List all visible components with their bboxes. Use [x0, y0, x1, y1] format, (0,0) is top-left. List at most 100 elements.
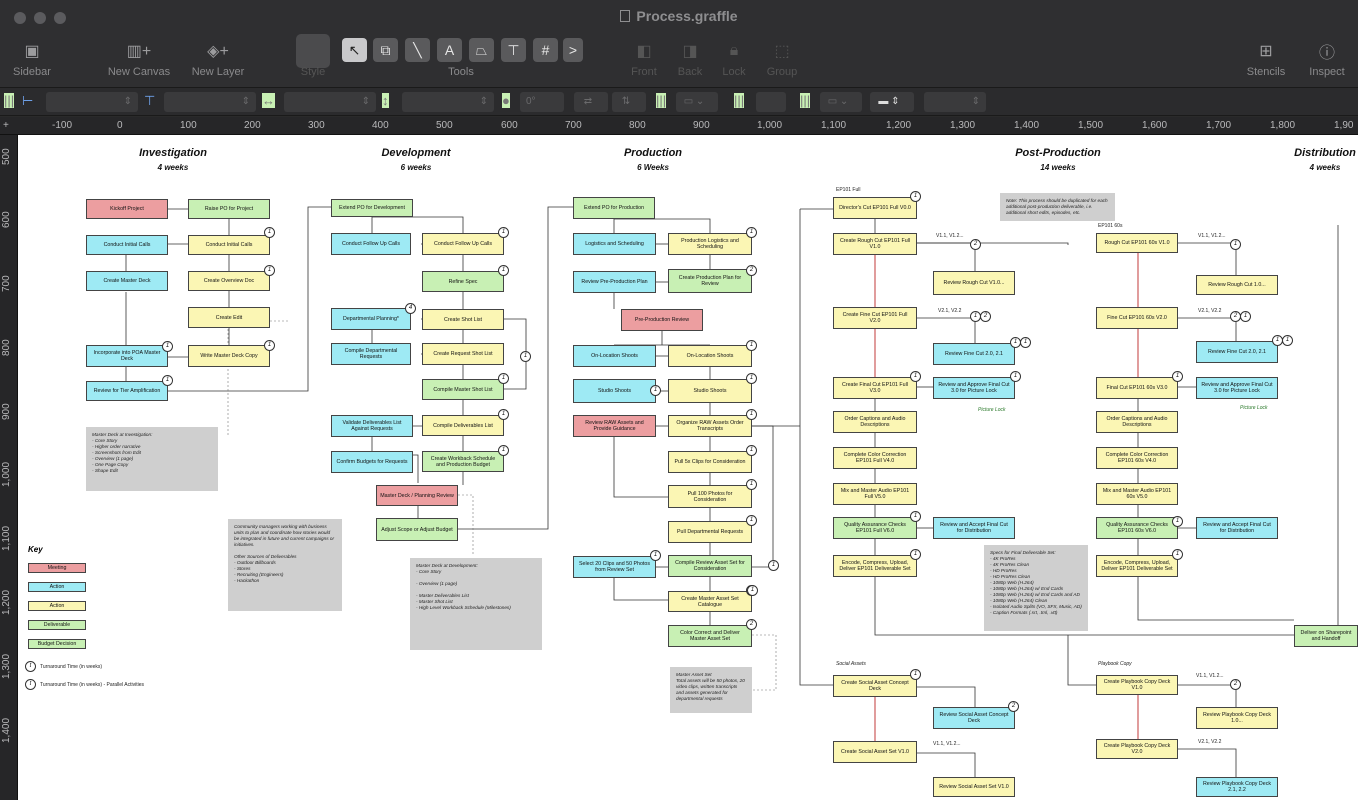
process-node[interactable]: Validate Deliverables List Against Reque…: [331, 415, 413, 437]
shadow-popup[interactable]: ▭ ⌄: [820, 92, 862, 112]
process-node[interactable]: Review and Accept Final Cut for Distribu…: [1196, 517, 1278, 539]
group-button[interactable]: ⬚ Group: [760, 38, 804, 78]
process-node[interactable]: Conduct Initial Calls: [188, 235, 270, 255]
lock-button[interactable]: 🔒︎ Lock: [712, 38, 756, 78]
process-node[interactable]: Pre-Production Review: [621, 309, 703, 331]
process-node[interactable]: Kickoff Project: [86, 199, 168, 219]
process-node[interactable]: Encode, Compress, Upload, Deliver EP101 …: [833, 555, 917, 577]
process-node[interactable]: Write Master Deck Copy: [188, 345, 270, 367]
process-node[interactable]: Production Logistics and Scheduling: [668, 233, 752, 255]
process-node[interactable]: Raise PO for Project: [188, 199, 270, 219]
process-node[interactable]: Fine Cut EP101 60s V2.0: [1096, 307, 1178, 329]
process-node[interactable]: Order Captions and Audio Descriptions: [833, 411, 917, 433]
process-node[interactable]: Extend PO for Production: [573, 197, 655, 219]
stencils-button[interactable]: ⊞ Stencils: [1236, 38, 1296, 78]
note-community-managers[interactable]: Community managers working with business…: [228, 519, 342, 611]
process-node[interactable]: Mix and Master Audio EP101 Full V5.0: [833, 483, 917, 505]
minimize-window-button[interactable]: [34, 12, 46, 24]
process-node[interactable]: Create Final Cut EP101 Full V3.0: [833, 377, 917, 399]
grid-tool-icon[interactable]: #: [533, 38, 558, 62]
process-node[interactable]: Review for Tier Amplification: [86, 381, 168, 401]
back-button[interactable]: ◨ Back: [668, 38, 712, 78]
process-node[interactable]: Complete Color Correction EP101 60s V4.0: [1096, 447, 1178, 469]
process-node[interactable]: Create Social Asset Set V1.0: [833, 741, 917, 763]
x-position-field[interactable]: ⇕: [46, 92, 138, 112]
flip-vertical-button[interactable]: ⇅: [612, 92, 646, 112]
process-node[interactable]: Create Playbook Copy Deck V2.0: [1096, 739, 1178, 759]
process-node[interactable]: Color Correct and Deliver Master Asset S…: [668, 625, 752, 647]
zoom-window-button[interactable]: [54, 12, 66, 24]
process-node[interactable]: Review Social Asset Set V1.0: [933, 777, 1015, 797]
process-node[interactable]: Review Social Asset Concept Deck: [933, 707, 1015, 729]
process-node[interactable]: Incorporate into POA Master Deck: [86, 345, 168, 367]
process-node[interactable]: Order Captions and Audio Descriptions: [1096, 411, 1178, 433]
process-node[interactable]: Review Pre-Production Plan: [573, 271, 656, 293]
process-node[interactable]: Deliver on Sharepoint and Handoff: [1294, 625, 1358, 647]
process-node[interactable]: Create Shot List: [422, 309, 504, 330]
process-node[interactable]: Master Deck / Planning Review: [376, 485, 458, 506]
process-node[interactable]: Departmental Planning*: [331, 308, 411, 330]
width-field[interactable]: ⇕: [284, 92, 376, 112]
process-node[interactable]: Review Fine Cut 2.0, 2.1: [1196, 341, 1278, 363]
process-node[interactable]: Create Master Asset Set Catalogue: [668, 591, 752, 612]
process-node[interactable]: Rough Cut EP101 60s V1.0: [1096, 233, 1178, 253]
note-master-asset-set[interactable]: Master Asset Set Total assets will be 50…: [670, 667, 752, 713]
new-canvas-button[interactable]: ▥+ New Canvas: [102, 38, 176, 78]
process-node[interactable]: Review and Approve Final Cut 3.0 for Pic…: [1196, 377, 1278, 399]
diagram-tool-icon[interactable]: ⊤: [501, 38, 526, 62]
process-node[interactable]: Review and Approve Final Cut 3.0 for Pic…: [933, 377, 1015, 399]
process-node[interactable]: Review Playbook Copy Deck 1.0...: [1196, 707, 1278, 729]
stroke-popup[interactable]: [756, 92, 786, 112]
text-tool-icon[interactable]: A: [437, 38, 462, 62]
new-layer-button[interactable]: ◈+ New Layer: [186, 38, 250, 78]
sidebar-button[interactable]: ▣ Sidebar: [8, 38, 56, 78]
note-master-deck-development[interactable]: Master Deck at Development: - Core Story…: [410, 558, 542, 650]
process-node[interactable]: Adjust Scope or Adjust Budget: [376, 518, 458, 541]
process-node[interactable]: Pull Departmental Requests: [668, 521, 752, 543]
process-node[interactable]: Compile Master Shot List: [422, 379, 504, 400]
front-button[interactable]: ◧ Front: [622, 38, 666, 78]
process-node[interactable]: Review RAW Assets and Provide Guidance: [573, 415, 656, 437]
process-node[interactable]: Review Playbook Copy Deck 2.1, 2.2: [1196, 777, 1278, 797]
opacity-field[interactable]: ⇕: [924, 92, 986, 112]
close-window-button[interactable]: [14, 12, 26, 24]
process-node[interactable]: Create Playbook Copy Deck V1.0: [1096, 675, 1178, 695]
process-node[interactable]: Review Rough Cut V1.0...: [933, 271, 1015, 295]
process-node[interactable]: Create Edit: [188, 307, 270, 328]
diagram-canvas[interactable]: Investigation 4 weeks Development 6 week…: [18, 135, 1358, 800]
process-node[interactable]: Studio Shoots: [668, 379, 752, 403]
note-duplicate-process[interactable]: Note: This process should be duplicated …: [1000, 193, 1115, 221]
flip-horizontal-button[interactable]: ⇄: [574, 92, 608, 112]
process-node[interactable]: Final Cut EP101 60s V3.0: [1096, 377, 1178, 399]
process-node[interactable]: Confirm Budgets for Requests: [331, 451, 413, 473]
process-node[interactable]: Conduct Initial Calls: [86, 235, 168, 255]
process-node[interactable]: Review Rough Cut 1.0...: [1196, 275, 1278, 295]
process-node[interactable]: On-Location Shoots: [573, 345, 656, 367]
process-node[interactable]: Pull 100 Photos for Consideration: [668, 485, 752, 508]
process-node[interactable]: Studio Shoots: [573, 379, 656, 403]
process-node[interactable]: Complete Color Correction EP101 Full V4.…: [833, 447, 917, 469]
process-node[interactable]: Create Social Asset Concept Deck: [833, 675, 917, 697]
process-node[interactable]: Organize RAW Assets Order Transcripts: [668, 415, 752, 437]
process-node[interactable]: Compile Deliverables List: [422, 415, 504, 436]
rotation-field[interactable]: 0°: [520, 92, 564, 112]
process-node[interactable]: Encode, Compress, Upload, Deliver EP101 …: [1096, 555, 1178, 577]
pen-tool-icon[interactable]: ⏢: [469, 38, 494, 62]
style-swatch[interactable]: [296, 34, 330, 68]
process-node[interactable]: Mix and Master Audio EP101 60s V5.0: [1096, 483, 1178, 505]
shape-tool-icon[interactable]: ⧉: [373, 38, 398, 62]
process-node[interactable]: Pull 5x Clips for Consideration: [668, 451, 752, 473]
process-node[interactable]: Quality Assurance Checks EP101 60s V6.0: [1096, 517, 1178, 539]
selection-tool-icon[interactable]: ↖: [342, 38, 367, 62]
height-field[interactable]: ⇕: [402, 92, 494, 112]
process-node[interactable]: On-Location Shoots: [668, 345, 752, 367]
process-node[interactable]: Director's Cut EP101 Full V0.0: [833, 197, 917, 219]
process-node[interactable]: Create Rough Cut EP101 Full V1.0: [833, 233, 917, 255]
process-node[interactable]: Logistics and Scheduling: [573, 233, 656, 255]
process-node[interactable]: Conduct Follow Up Calls: [422, 233, 504, 255]
note-master-deck-investigation[interactable]: Master Deck at Investigation: - Core Sto…: [86, 427, 218, 491]
process-node[interactable]: Create Fine Cut EP101 Full V2.0: [833, 307, 917, 329]
line-tool-icon[interactable]: ╲: [405, 38, 430, 62]
process-node[interactable]: Create Master Deck: [86, 271, 168, 291]
process-node[interactable]: Create Overview Doc: [188, 271, 270, 291]
